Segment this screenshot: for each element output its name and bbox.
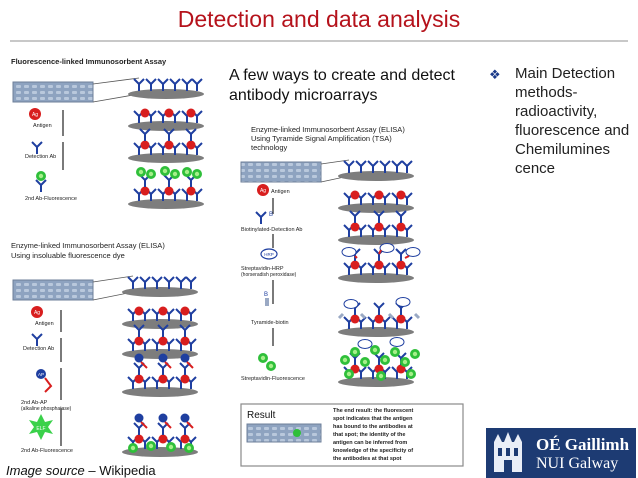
fliss-title: Fluorescence-linked Immunosorbent Assay [11, 57, 167, 66]
nui-galway-logo: OÉ Gaillimh NUI Galway [486, 428, 636, 478]
hrp-glyph: HRP [264, 252, 274, 257]
elisa1-step-detection: Detection Ab [23, 333, 54, 352]
fliss-plate-2 [128, 109, 204, 132]
diamond-bullet-icon: ❖ [489, 67, 501, 82]
elisa2-step4-label: Tyramide-biotin [251, 320, 289, 326]
logo-text-english: NUI Galway [536, 455, 619, 472]
result-text: The end result: the fluorescent spot ind… [333, 408, 414, 462]
elisa2-step2-label: Biotinylated-Detection Ab [241, 227, 302, 233]
result-line-4: that spot; the identity of the [333, 432, 405, 438]
elisa2-title-1: Enzyme-linked Immunosorbent Assay (ELISA… [251, 125, 405, 134]
elisa2-step-detection: B Biotinylated-Detection Ab [241, 211, 302, 233]
elisa2-step3-label-1: Streptavidin-HRP [241, 266, 284, 272]
image-source: Image source – Wikipedia [6, 463, 156, 478]
antigen-glyph: Ag [32, 112, 38, 118]
elisa2-chip [240, 161, 322, 183]
elisa1-plate-5 [122, 413, 198, 458]
title-divider [10, 40, 628, 42]
logo-text-irish: OÉ Gaillimh [536, 435, 630, 454]
elisa1-step1-label: Antigen [35, 321, 54, 327]
result-line-2: spot indicates that the antigen [333, 416, 413, 422]
elisa1-title-2: Using insoluable fluorescence dye [11, 251, 125, 260]
biotin-glyph: B [264, 292, 268, 298]
elisa2-plate-5 [337, 297, 421, 338]
source-name: – Wikipedia [84, 463, 156, 478]
bullet-text: Main Detection methods- radioactivity, f… [515, 65, 630, 177]
fliss-step1-label: Antigen [33, 123, 52, 129]
antibody-microarray-figure: Fluorescence-linked Immunosorbent Assay … [11, 57, 464, 467]
elisa2-plate-1 [338, 161, 414, 181]
elisa2-step-antigen: Ag Antigen [257, 184, 290, 196]
antigen-glyph: Ag [260, 188, 266, 194]
elisa1-step3-label-2: (alkaline phosphatase) [21, 406, 72, 412]
figure-heading-2: antibody microarrays [229, 87, 378, 104]
fliss-plate-3 [128, 129, 204, 163]
elisa2-step1-label: Antigen [271, 189, 290, 195]
fliss-step3-label: 2nd Ab-Fluorescence [25, 196, 77, 202]
elisa2-plate-4 [338, 243, 421, 284]
elisa2-plate-6 [338, 337, 420, 388]
elisa2-plate-2 [338, 191, 414, 214]
fliss-step-antigen: Ag Antigen [29, 108, 52, 129]
antigen-glyph: Ag [34, 310, 40, 316]
elisa2-step-fluor: Streptavidin-Fluorescence [241, 353, 305, 382]
elisa2-plate-3 [338, 211, 414, 245]
result-label: Result [247, 410, 276, 421]
elisa2-title-3: technology [251, 143, 288, 152]
biotin-glyph: B [269, 212, 273, 218]
fliss-plate-1 [128, 79, 204, 99]
elisa2-step3-label-2: (horseradish peroxidase) [241, 272, 297, 278]
figure-heading-1: A few ways to create and detect [229, 67, 455, 84]
elisa1-plate-1 [122, 277, 198, 297]
fliss-chip [12, 81, 94, 103]
fliss-plate-4 [128, 166, 204, 209]
elisa2-step5-label: Streptavidin-Fluorescence [241, 376, 305, 382]
source-label: Image source [6, 463, 85, 478]
elisa1-step-antigen: Ag Antigen [31, 306, 54, 327]
elisa2-step-tyramide: B Tyramide-biotin [251, 292, 289, 326]
elf-glyph: ELF [36, 426, 45, 432]
main-bullet: ❖ Main Detection methods- radioactivity,… [489, 64, 632, 178]
slide-title: Detection and data analysis [177, 6, 461, 32]
result-line-6: knowledge of the specificity of [333, 448, 413, 454]
fliss-step-detection: Detection Ab [25, 141, 56, 160]
elisa1-title-1: Enzyme-linked Immunosorbent Assay (ELISA… [11, 241, 165, 250]
elisa2-step-hrp: HRP Streptavidin-HRP (horseradish peroxi… [241, 248, 297, 278]
result-chip [246, 423, 322, 443]
ap-glyph: AP [38, 372, 44, 377]
result-line-5: antigen can be inferred from [333, 440, 407, 446]
fliss-step2-label: Detection Ab [25, 154, 56, 160]
elisa2-title-2: Using Tyramide Signal Amplification (TSA… [251, 134, 392, 143]
result-line-1: The end result: the fluorescent [333, 408, 414, 414]
elisa1-step2-label: Detection Ab [23, 346, 54, 352]
elisa1-chip [12, 279, 94, 301]
fliss-step-fluor: 2nd Ab-Fluorescence [25, 171, 77, 202]
result-line-7: the antibodies at that spot [333, 456, 402, 462]
elisa1-step3-label-1: 2nd Ab-AP [21, 400, 48, 406]
result-line-3: has bound to the antibodies at [333, 424, 413, 430]
elisa1-plate-4 [122, 353, 198, 398]
elisa1-step-ap: AP 2nd Ab-AP (alkaline phosphatase) [21, 369, 72, 412]
university-crest-icon [490, 432, 526, 474]
elisa1-step4-label: 2nd Ab-Fluorescence [21, 448, 73, 454]
result-box: Result The end result: the fluorescent s… [240, 403, 464, 467]
elisa1-step-elf: ELF 2nd Ab-Fluorescence [21, 414, 73, 454]
